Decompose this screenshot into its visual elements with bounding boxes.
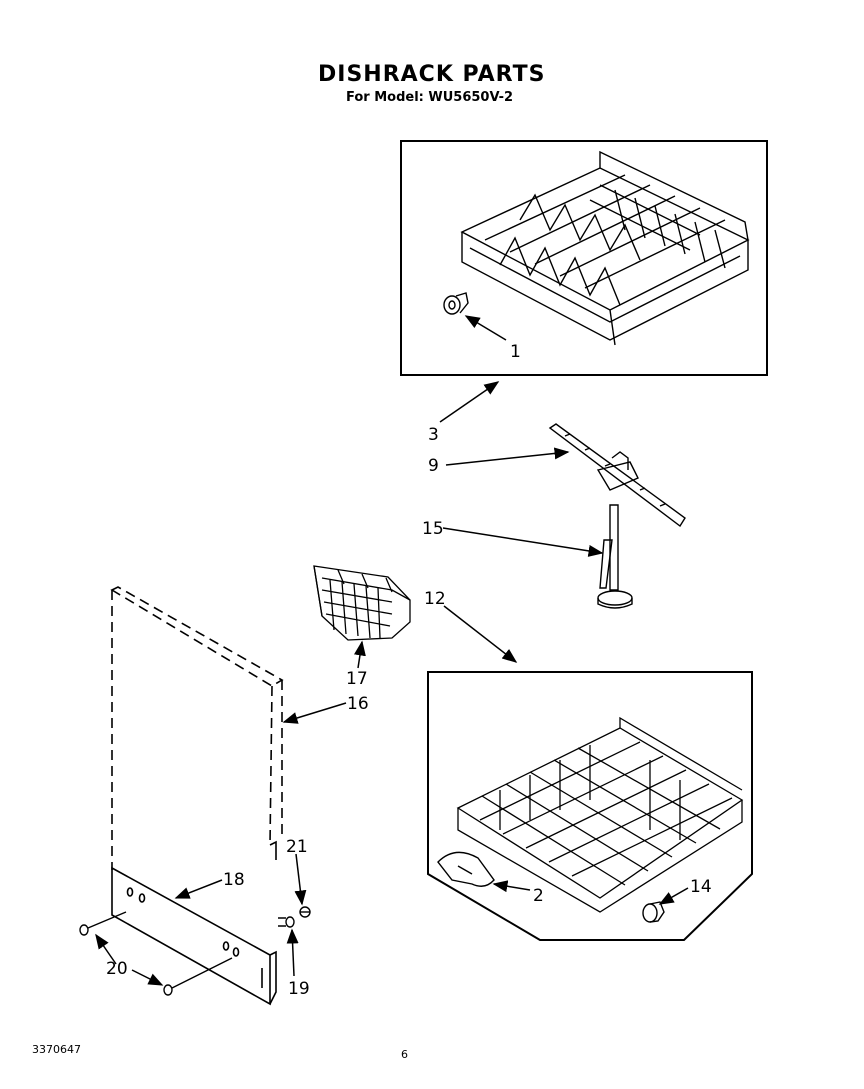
leader-9: [445, 447, 570, 466]
spray-tower: [597, 504, 633, 609]
rack-roller-part: [443, 292, 469, 315]
screws: [79, 911, 233, 996]
document-number: 3370647: [32, 1043, 81, 1056]
leader-12: [443, 605, 518, 663]
leader-15: [442, 527, 604, 557]
callout-12: 12: [424, 589, 446, 609]
leader-18: [174, 879, 223, 899]
upper-dishrack: [460, 150, 750, 346]
page-title: DISHRACK PARTS: [318, 62, 546, 87]
leader-20b: [131, 969, 164, 986]
callout-20: 20: [106, 959, 128, 979]
callout-1: 1: [510, 342, 521, 362]
callout-3: 3: [428, 425, 439, 445]
leader-17: [354, 640, 366, 669]
door-panel: [110, 586, 284, 870]
leader-19: [286, 928, 299, 977]
upper-rack-box: [400, 140, 768, 376]
leader-20a: [95, 933, 117, 965]
spray-arm: [548, 423, 686, 528]
lower-rack-box: [427, 671, 753, 941]
callout-21: 21: [286, 837, 308, 857]
callout-9: 9: [428, 456, 439, 476]
leader-16: [282, 702, 347, 724]
rack-wheel-part: [642, 901, 665, 923]
leader-14: [658, 887, 689, 905]
kick-plate: [111, 866, 277, 1006]
callout-14: 14: [690, 877, 712, 897]
callout-18: 18: [223, 870, 245, 890]
leader-2: [492, 880, 531, 893]
leader-21: [294, 853, 307, 906]
leader-1: [464, 315, 507, 341]
callout-16: 16: [347, 694, 369, 714]
leader-3: [439, 381, 500, 423]
lower-dishrack: [456, 716, 744, 913]
silverware-basket: [313, 565, 411, 641]
callout-17: 17: [346, 669, 368, 689]
callout-2: 2: [533, 886, 544, 906]
rack-clip-part: [437, 851, 495, 887]
model-subtitle: For Model: WU5650V-2: [346, 90, 514, 105]
page-number: 6: [401, 1048, 408, 1061]
callout-19: 19: [288, 979, 310, 999]
hinge-hardware: [278, 906, 311, 928]
callout-15: 15: [422, 519, 444, 539]
